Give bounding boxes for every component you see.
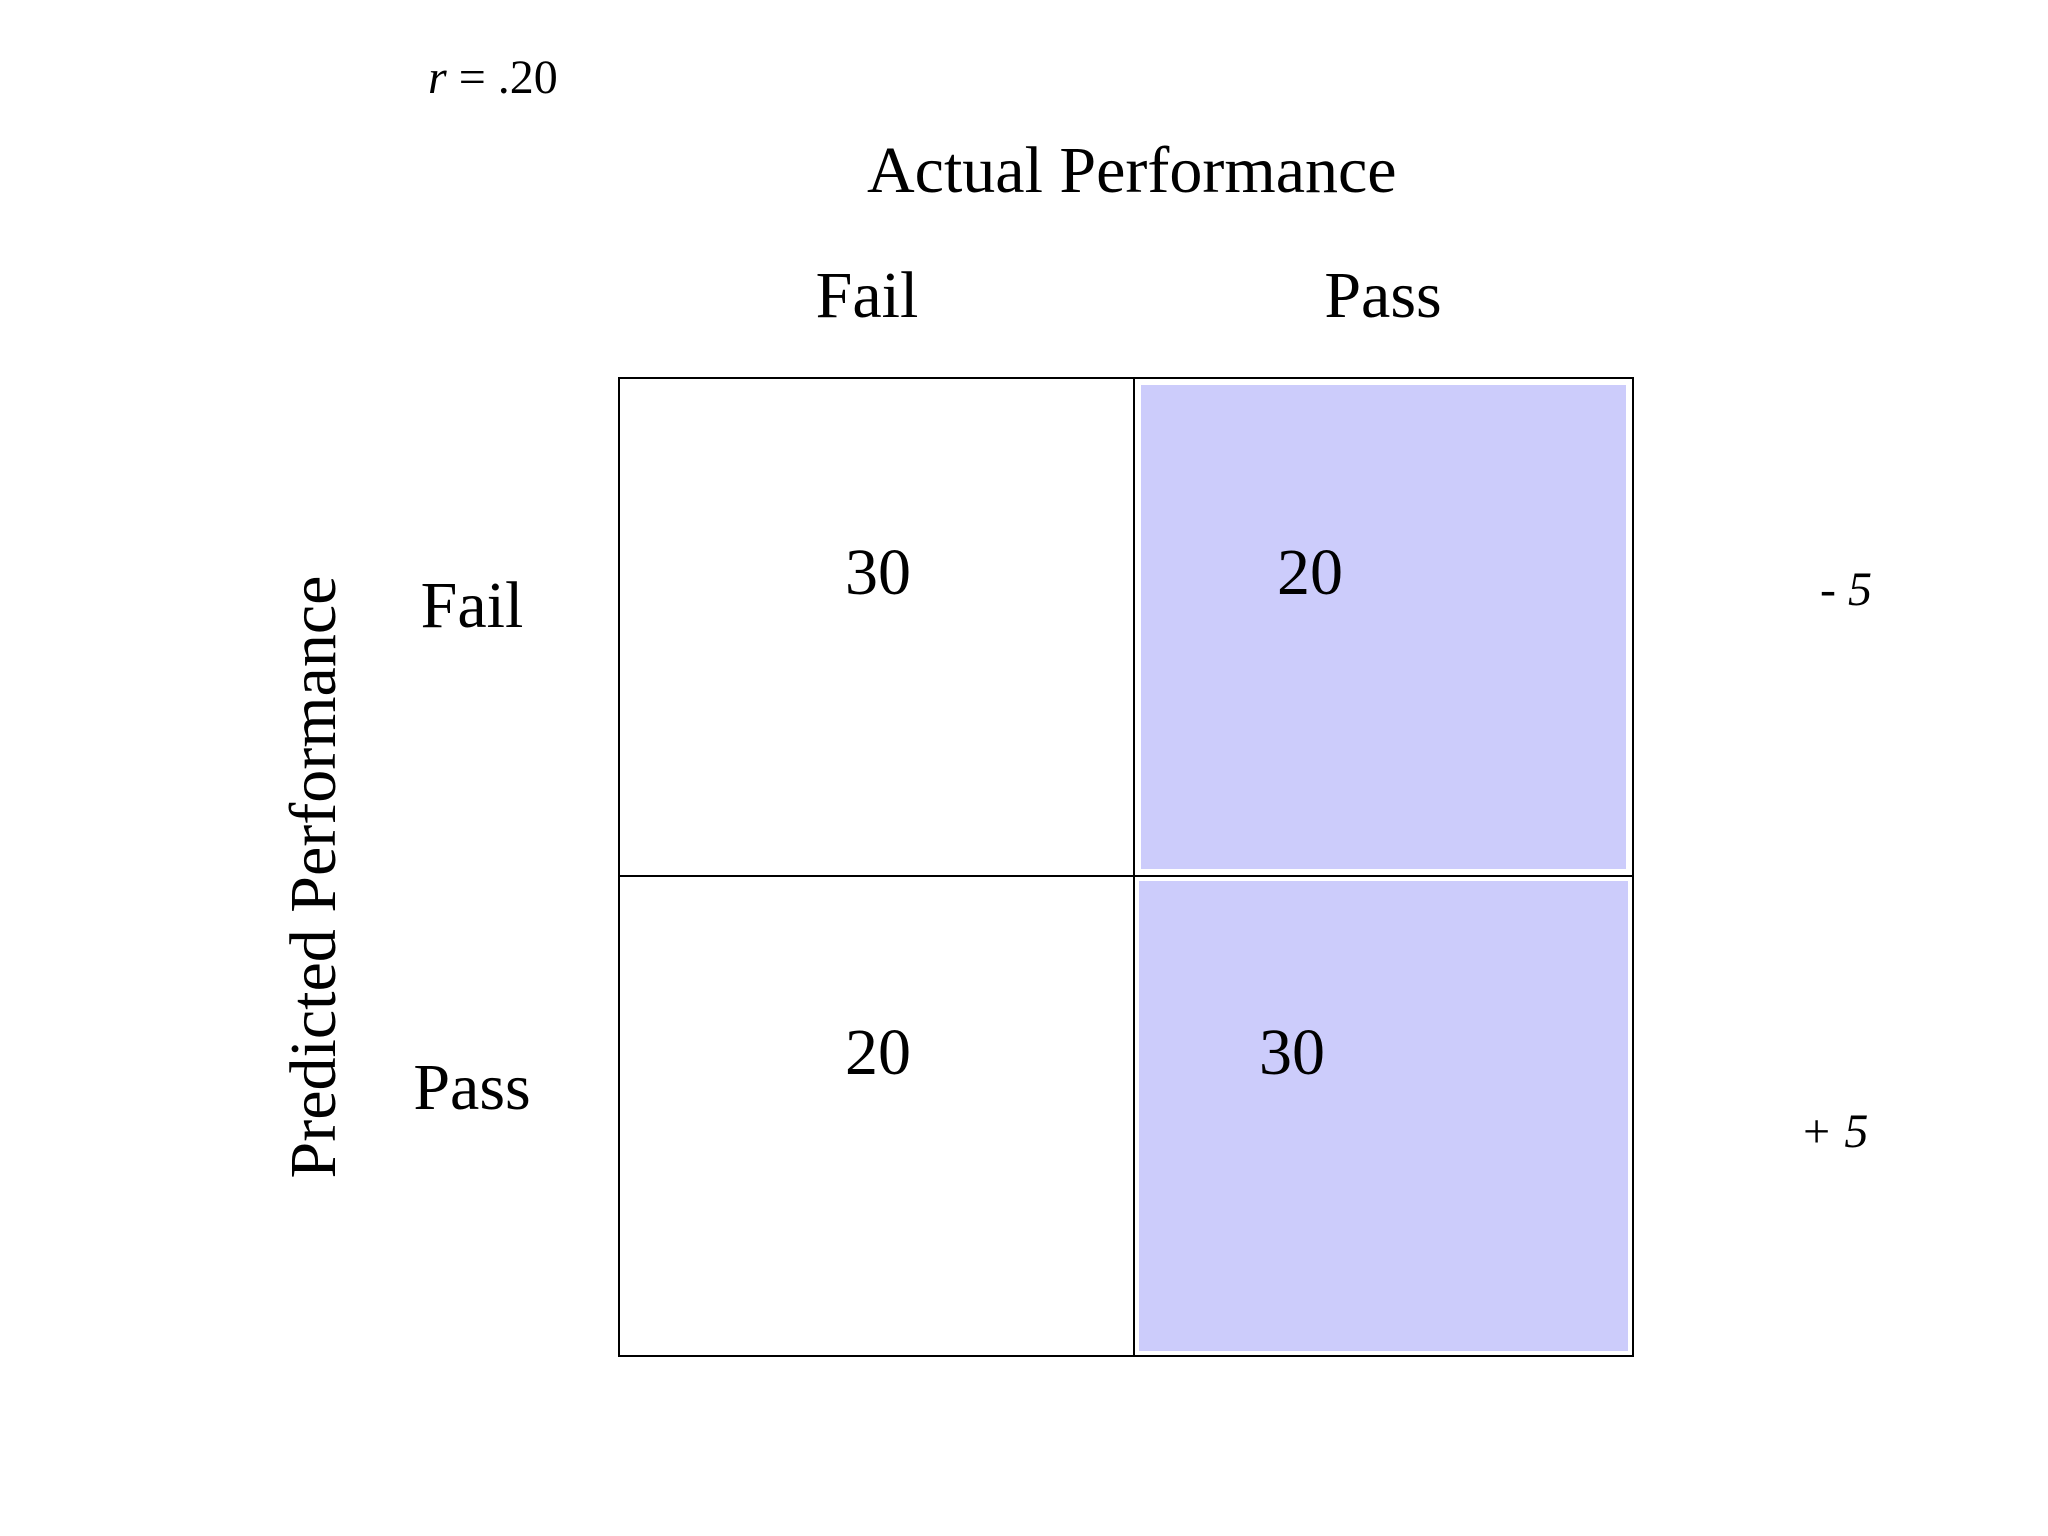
contingency-table: 30 20 20 30 — [618, 377, 1634, 1357]
correlation-value: = .20 — [446, 51, 558, 104]
column-label-pass: Pass — [1324, 259, 1442, 332]
actual-performance-title: Actual Performance — [867, 134, 1397, 207]
cell-value: 30 — [845, 536, 911, 609]
cell-value: 20 — [845, 1016, 911, 1089]
highlight-shading — [1139, 881, 1628, 1351]
cell-predicted-fail-actual-fail: 30 — [620, 379, 1135, 877]
cell-value: 20 — [1277, 536, 1343, 609]
highlight-shading — [1141, 385, 1626, 869]
predicted-performance-title: Predicted Performance — [277, 575, 350, 1179]
cell-predicted-pass-actual-pass: 30 — [1135, 877, 1632, 1355]
correlation-variable: r — [428, 51, 447, 104]
cell-value: 30 — [1259, 1016, 1325, 1089]
cell-predicted-pass-actual-fail: 20 — [620, 877, 1135, 1355]
row-label-pass: Pass — [413, 1051, 531, 1124]
column-label-fail: Fail — [815, 259, 919, 332]
cell-predicted-fail-actual-pass: 20 — [1135, 379, 1632, 877]
correlation-label: r = .20 — [428, 50, 558, 106]
row-margin-fail: - 5 — [1820, 563, 1872, 616]
row-margin-pass: + 5 — [1800, 1105, 1869, 1158]
row-label-fail: Fail — [420, 569, 524, 642]
